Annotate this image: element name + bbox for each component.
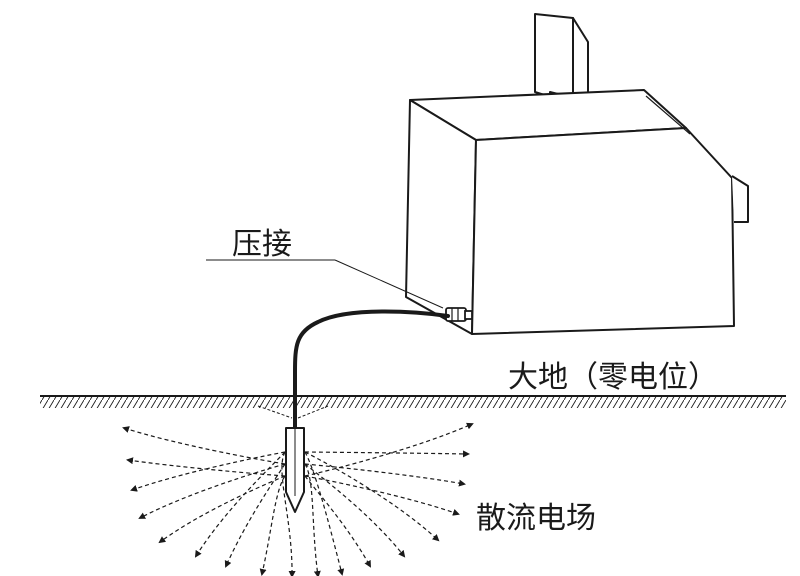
ground-cable [293,309,450,430]
field-arrow [194,451,286,558]
field-label: 散流电场 [476,501,596,536]
field-arrow [304,450,470,458]
field-arrow [224,463,286,568]
field-arrow [304,475,371,568]
crimp-leader [206,259,444,309]
field-arrow [281,451,296,576]
box-edge-highlight [645,95,691,135]
field-arrow [304,451,440,542]
ground-rod [285,427,305,513]
dispersion-field-arrows [122,422,474,576]
field-arrow [138,463,286,519]
crimp-label: 压接 [232,227,292,262]
field-arrow [130,451,286,492]
field-arrow [158,475,286,544]
equipment-box [405,89,749,335]
box-side-notch [731,175,749,223]
box-side [471,127,735,335]
field-arrow [259,475,286,576]
monitor-screen [534,13,574,105]
field-arrow [304,422,474,477]
field-arrow [122,426,286,465]
field-arrow [126,457,286,477]
box-front [405,99,477,335]
field-arrow [304,463,466,487]
earth-label: 大地（零电位） [508,360,718,395]
field-arrow [304,463,406,558]
field-arrow [304,475,460,516]
field-arrow [304,463,321,576]
ground-surface [40,395,786,408]
rod-joint-ticks [257,405,329,419]
field-arrow [304,451,345,576]
